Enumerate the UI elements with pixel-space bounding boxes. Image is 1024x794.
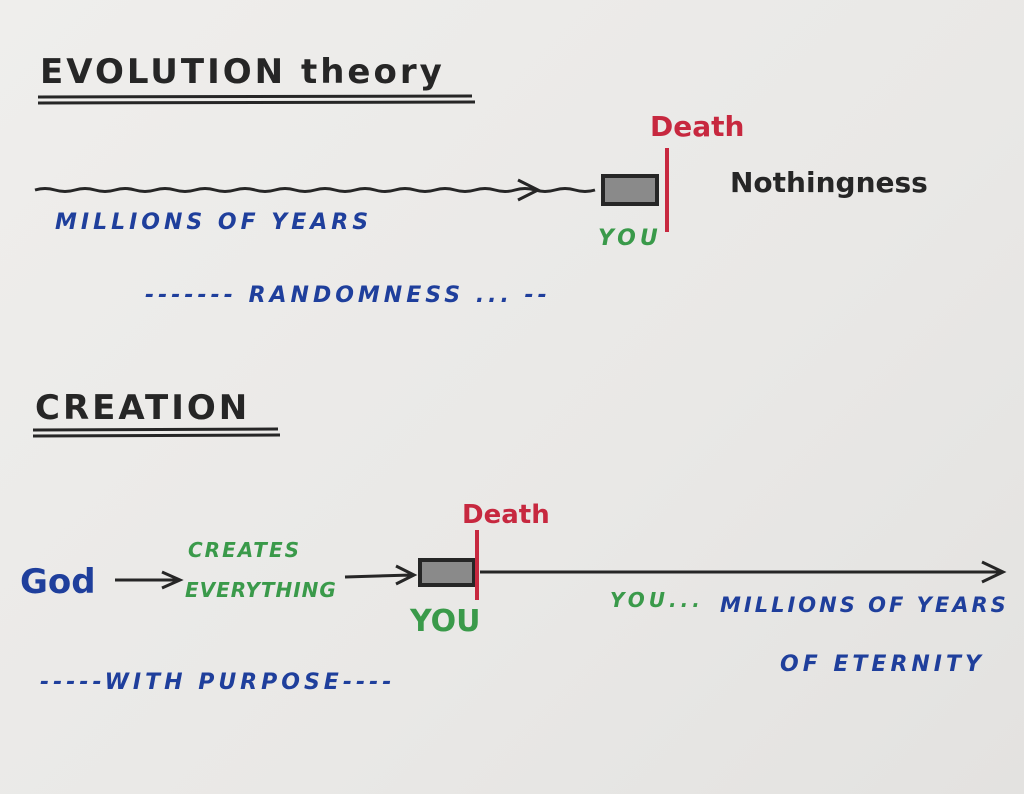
creation-underline (32, 427, 281, 438)
evolution-title: EVOLUTION theory (40, 52, 445, 92)
evolution-death-label: Death (650, 110, 745, 143)
creation-eternity-label: OF ETERNITY (780, 652, 985, 677)
evolution-you-box (601, 174, 659, 206)
creation-creates-label: CREATES (188, 538, 302, 562)
creation-title: CREATION (35, 388, 251, 428)
creation-millions-label: MILLIONS OF YEARS (720, 593, 1009, 617)
creation-everything-label: EVERYTHING (185, 578, 337, 602)
creation-arrow-creates (344, 564, 418, 586)
creation-you-box (418, 558, 476, 587)
creation-god-label: God (20, 562, 96, 602)
evolution-randomness-label: ------- RANDOMNESS ... -- (145, 283, 551, 308)
evolution-you-label: YOU (598, 226, 662, 251)
evolution-millions-label: MILLIONS OF YEARS (55, 210, 373, 235)
evolution-timeline (34, 187, 596, 193)
evolution-arrow-head (517, 178, 542, 202)
evolution-nothingness-label: Nothingness (730, 166, 928, 199)
evolution-underline (37, 94, 476, 105)
creation-arrow-god (115, 570, 184, 590)
creation-eternity-timeline (480, 560, 1007, 584)
creation-purpose-label: -----WITH PURPOSE---- (40, 670, 396, 695)
creation-you-continues-label: YOU... (610, 588, 704, 612)
creation-you-label: YOU (410, 604, 481, 639)
creation-death-label: Death (462, 500, 550, 530)
